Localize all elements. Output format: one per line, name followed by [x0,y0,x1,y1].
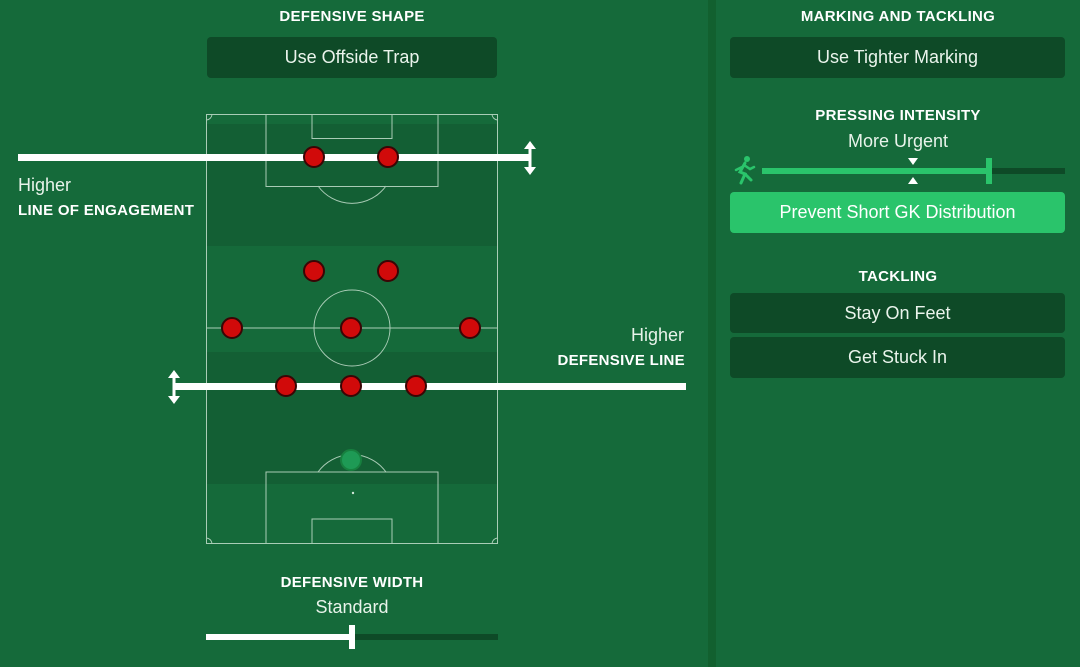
defensive-line-bar[interactable] [174,383,686,390]
player-striker-left[interactable] [303,146,325,168]
player-right-mid[interactable] [459,317,481,339]
marking-tackling-panel: MARKING AND TACKLING Use Tighter Marking… [716,0,1080,667]
pitch-markings [206,114,498,544]
line-of-engagement-value: Higher [18,175,72,195]
player-goalkeeper[interactable] [340,449,362,471]
pressing-intensity-fill [762,168,989,174]
defensive-width-fill [206,634,352,640]
defensive-width-handle[interactable] [349,625,355,649]
player-attacking-mid-left[interactable] [303,260,325,282]
stay-on-feet-button[interactable]: Stay On Feet [730,293,1065,333]
offside-trap-button[interactable]: Use Offside Trap [207,37,497,78]
defensive-shape-heading: DEFENSIVE SHAPE [279,8,425,25]
running-player-icon [734,156,756,185]
player-striker-right[interactable] [377,146,399,168]
pitch [206,114,498,544]
marking-tackling-heading: MARKING AND TACKLING [800,8,996,25]
line-of-engagement-label: LINE OF ENGAGEMENT [18,202,195,219]
defensive-shape-panel: DEFENSIVE SHAPE Use Offside Trap [18,8,686,649]
tackling-heading: TACKLING [858,268,938,285]
vertical-arrows-icon[interactable] [522,140,538,176]
tighter-marking-button[interactable]: Use Tighter Marking [730,37,1065,78]
panel-divider [708,0,716,667]
pressing-intensity-heading: PRESSING INTENSITY [815,107,981,124]
player-attacking-mid-right[interactable] [377,260,399,282]
pressing-intensity-handle[interactable] [986,158,992,184]
player-defender-left[interactable] [275,375,297,397]
line-of-engagement-bar[interactable] [18,154,530,161]
defensive-line-value: Higher [630,325,684,345]
player-defender-right[interactable] [405,375,427,397]
defensive-width-heading: DEFENSIVE WIDTH [280,574,424,591]
vertical-arrows-icon[interactable] [166,369,182,405]
player-central-mid[interactable] [340,317,362,339]
prevent-short-gk-distribution-button[interactable]: Prevent Short GK Distribution [730,192,1065,233]
player-defender-centre[interactable] [340,375,362,397]
get-stuck-in-button[interactable]: Get Stuck In [730,337,1065,378]
pressing-intensity-value: More Urgent [847,131,949,151]
pressing-default-marker-icon [908,158,918,184]
defensive-width-value: Standard [315,597,389,617]
player-left-mid[interactable] [221,317,243,339]
defensive-line-label: DEFENSIVE LINE [557,352,685,369]
